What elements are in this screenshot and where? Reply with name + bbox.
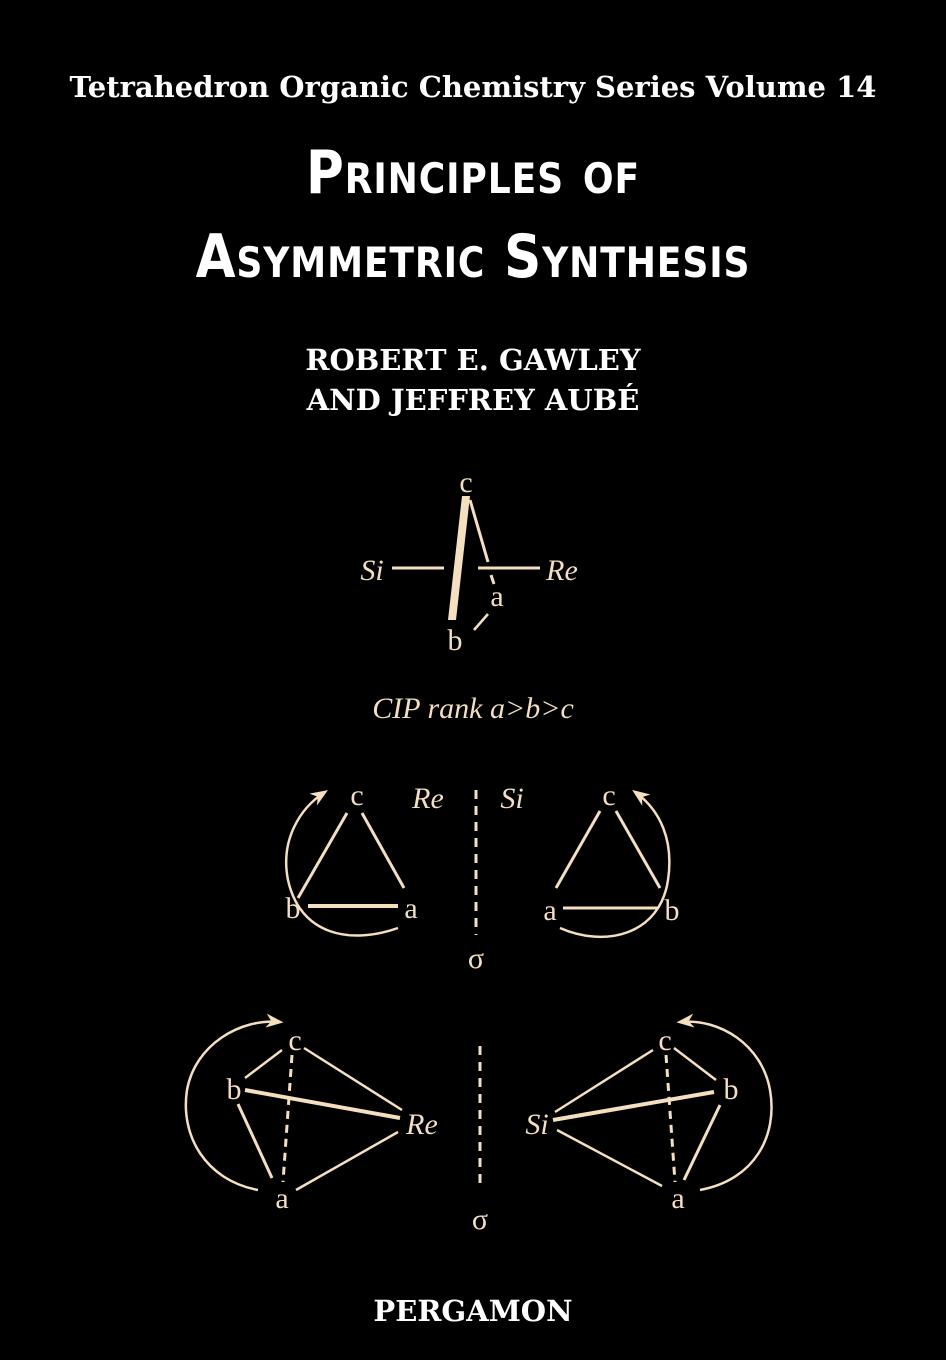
re-face-label-a: a xyxy=(404,892,417,925)
author-line-1: ROBERT E. GAWLEY xyxy=(305,343,641,377)
re-face-label-c: c xyxy=(350,779,363,812)
si-face-label-a: a xyxy=(543,894,556,927)
si-face-label-c: c xyxy=(602,779,615,812)
si-tet-label-a: a xyxy=(671,1182,684,1215)
book-title-line-1: Principles of xyxy=(66,138,880,208)
top-label-re: Re xyxy=(545,554,578,587)
top-label-c: c xyxy=(459,466,472,499)
si-face-label-b: b xyxy=(665,894,680,927)
si-tet-label-center: Si xyxy=(525,1108,548,1141)
series-title: Tetrahedron Organic Chemistry Series Vol… xyxy=(69,70,877,104)
si-tetrahedron xyxy=(552,1013,773,1192)
book-title-line-2: Asymmetric Synthesis xyxy=(66,222,880,292)
re-face-triangle xyxy=(285,790,406,937)
si-face-triangle xyxy=(554,789,671,939)
cip-rank-caption: CIP rank a>b>c xyxy=(372,692,574,725)
mirror-label-middle: σ xyxy=(468,942,484,975)
re-face-label-b: b xyxy=(286,892,301,925)
title-text-1: Principles of xyxy=(306,138,640,208)
re-tetrahedron xyxy=(184,1013,403,1192)
top-label-a: a xyxy=(490,580,503,613)
si-tet-label-c: c xyxy=(658,1024,671,1057)
re-tet-label-center: Re xyxy=(405,1108,438,1141)
trigonal-center-diagram xyxy=(392,496,540,631)
publisher-name: PERGAMON xyxy=(373,1294,573,1328)
mirror-label-bottom: σ xyxy=(472,1203,488,1236)
si-tet-label-b: b xyxy=(724,1073,739,1106)
re-tet-label-c: c xyxy=(288,1024,301,1057)
re-tet-label-b: b xyxy=(227,1073,242,1106)
title-text-2: Asymmetric Synthesis xyxy=(195,222,751,292)
si-face-label: Si xyxy=(500,782,523,815)
re-face-label: Re xyxy=(411,782,444,815)
author-line-2: AND JEFFREY AUBÉ xyxy=(306,383,640,417)
re-tet-label-a: a xyxy=(275,1182,288,1215)
top-label-si: Si xyxy=(360,554,383,587)
authors: ROBERT E. GAWLEY AND JEFFREY AUBÉ xyxy=(0,340,946,420)
top-label-b: b xyxy=(448,624,463,657)
